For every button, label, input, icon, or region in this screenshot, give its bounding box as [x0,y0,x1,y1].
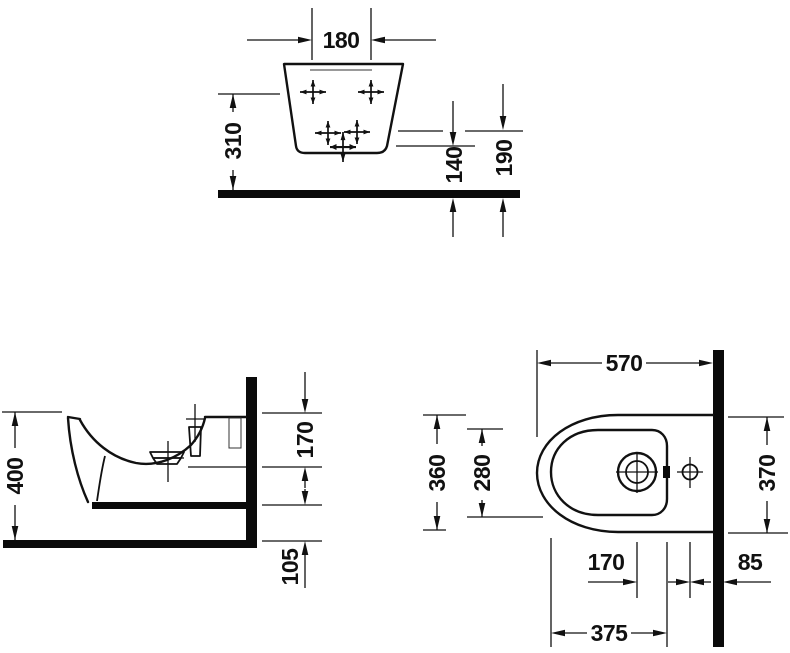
mounting-hole-cross [357,79,385,105]
dim-140: 140 [441,101,467,237]
dim-180-label: 180 [323,27,360,53]
wall-section-top-view [713,350,724,647]
inlet-fitting-hidden [228,417,242,449]
side-view: 400 170 105 [2,372,322,588]
drain-hole [616,451,658,493]
dim-85-label: 85 [738,549,763,575]
dim-570-label: 570 [606,350,643,376]
side-inner-front-line [96,455,106,502]
dim-375-label: 375 [591,620,629,646]
inlet-hole [677,457,703,488]
tap-centerline-cross [186,404,204,442]
dim-105: 105 [262,489,322,588]
side-rim-top [66,415,82,421]
floor-section [3,540,257,548]
rim-notch [663,466,670,478]
dim-180: 180 [247,8,436,60]
drain-centerline-cross [153,441,184,482]
dim-360: 360 [423,414,466,531]
dim-190: 190 [491,84,517,237]
dim-85: 85 [668,549,771,586]
dim-370-label: 370 [754,455,780,492]
dim-370: 370 [728,416,788,534]
wall-section [246,377,257,548]
dim-170-side-label: 170 [292,422,318,459]
top-view: 570 360 280 370 [423,350,788,647]
dim-170-top: 170 [588,549,711,586]
top-outer-outline [535,413,715,534]
dim-310: 310 [218,93,280,190]
dim-140-label: 140 [441,147,467,184]
dim-570: 570 [536,350,713,437]
side-bowl-curve [78,416,207,466]
dim-105-label: 105 [277,548,303,586]
front-view: 180 310 140 190 [218,8,523,237]
fixing-hole-cross [314,120,342,146]
tap-nozzle [188,426,202,457]
fixing-hole-cross [343,119,371,145]
drain-hole-cross [328,130,358,164]
dim-400-label: 400 [2,458,28,495]
front-outline [282,62,405,155]
side-front-face [66,416,90,504]
side-bottom-edge [92,502,246,509]
dim-280-label: 280 [469,455,495,492]
floor-line [218,190,520,198]
dim-170-side: 170 [262,372,322,488]
dim-310-label: 310 [220,123,246,160]
dim-375: 375 [551,620,667,646]
dim-400: 400 [2,411,62,540]
dim-190-label: 190 [491,140,517,177]
top-inner-rim [549,428,669,517]
dim-360-label: 360 [424,455,450,492]
dim-280: 280 [467,428,543,518]
dim-170-top-label: 170 [588,549,625,575]
mounting-hole-cross [299,79,327,105]
